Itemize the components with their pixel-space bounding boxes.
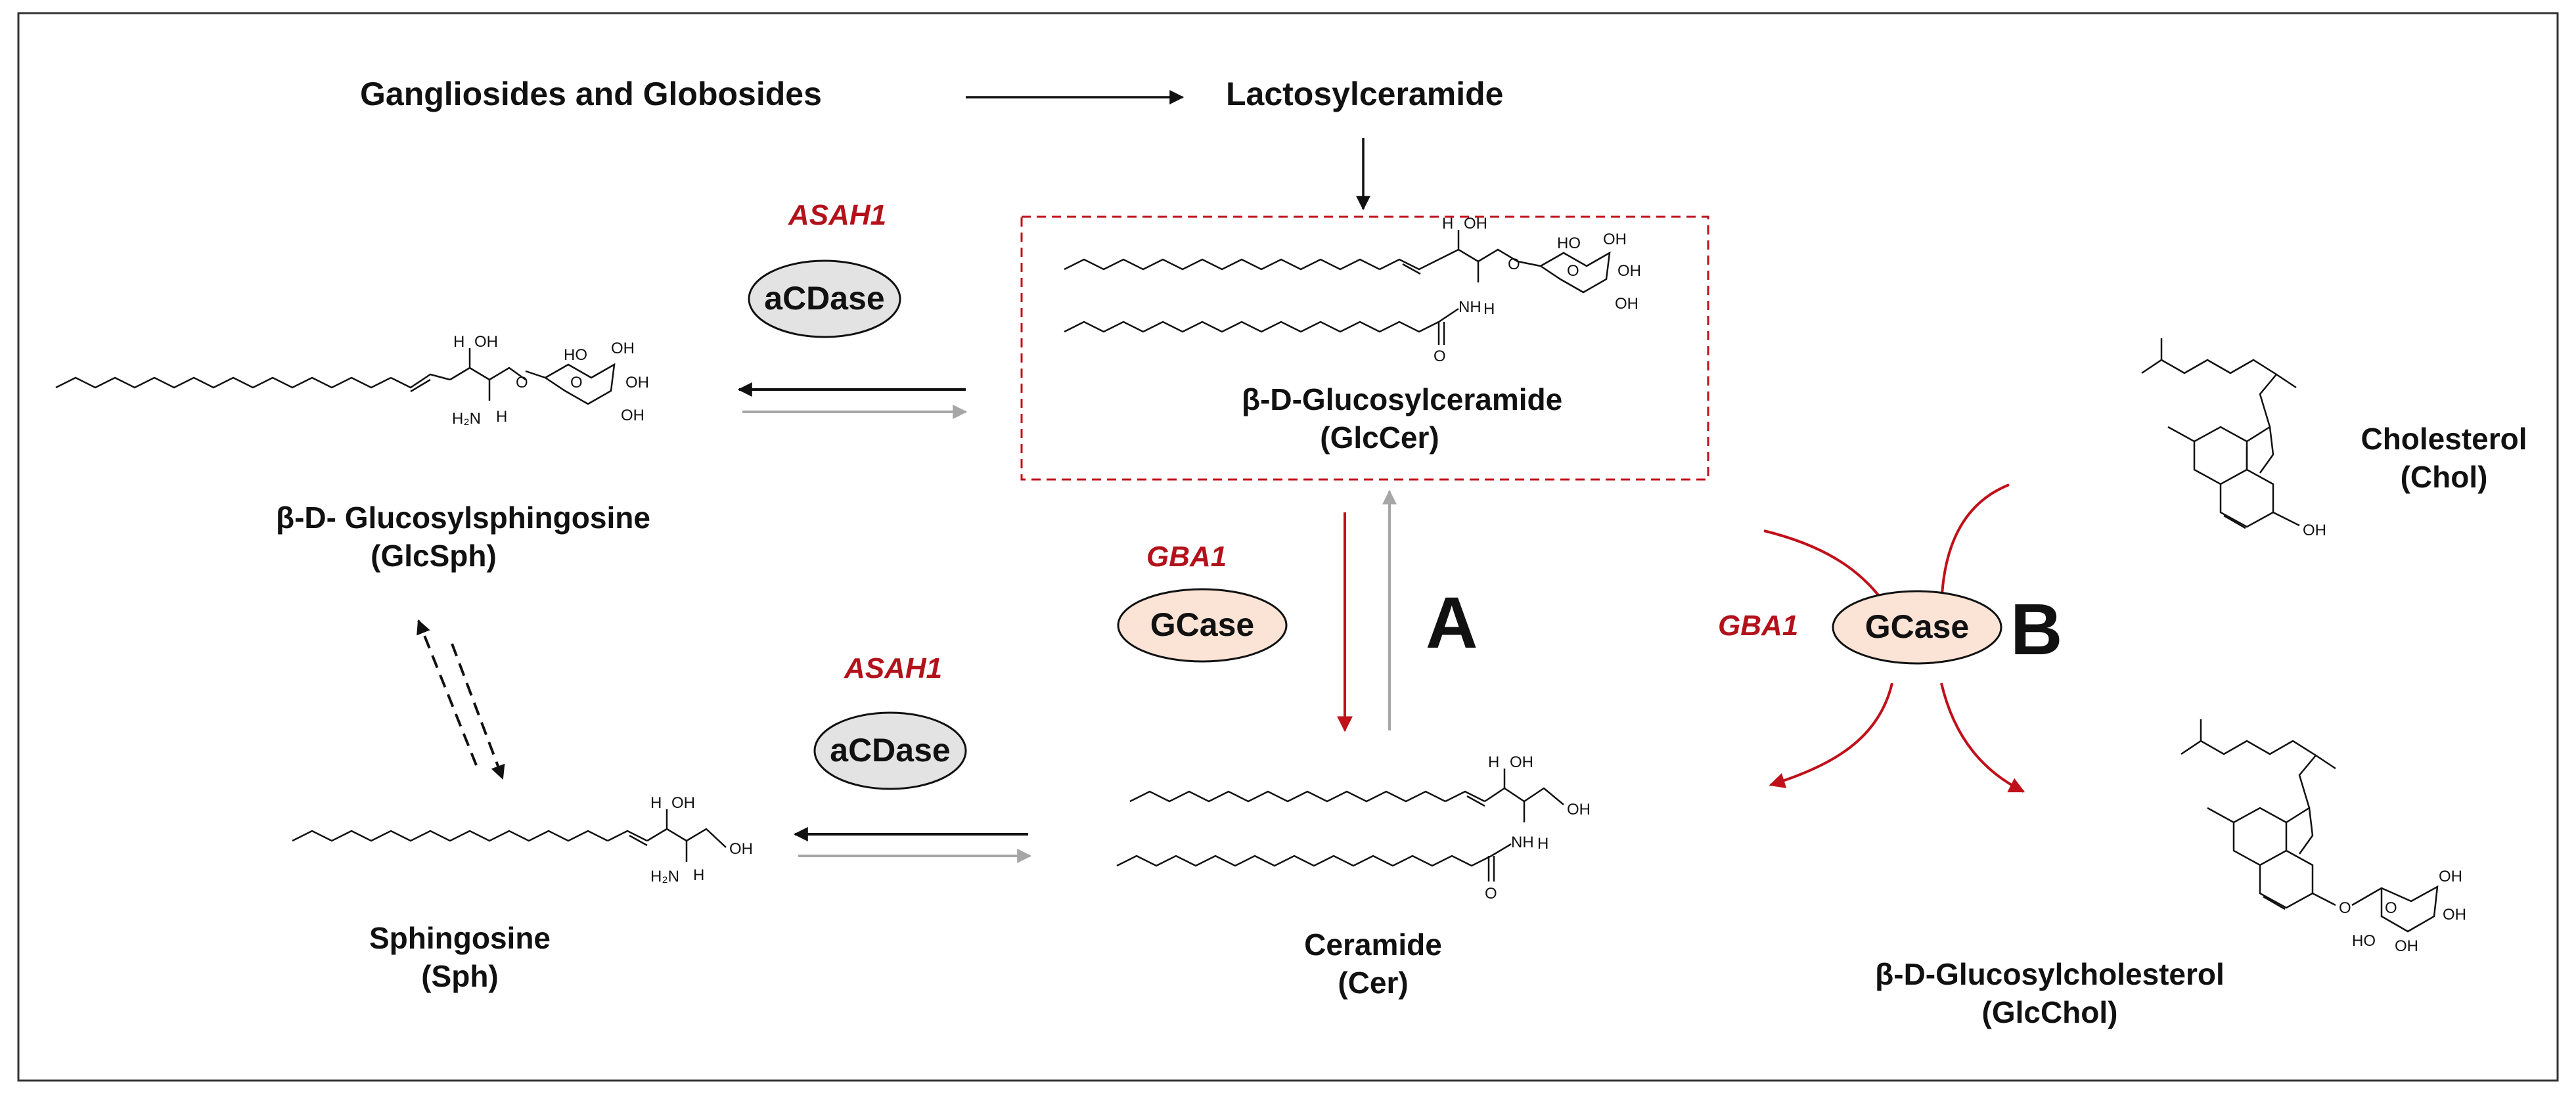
chol-structure	[2141, 338, 2300, 529]
enzyme-acdase-top: aCDase	[764, 280, 885, 317]
svg-text:O: O	[1567, 262, 1579, 280]
glccer-structure	[1064, 230, 1611, 345]
gene-gba1-a: GBA1	[1146, 541, 1227, 573]
svg-text:OH: OH	[1603, 231, 1627, 248]
arrow-glcsph-to-sph-dashed	[451, 643, 505, 780]
svg-text:HO: HO	[1557, 235, 1581, 252]
svg-text:OH: OH	[621, 407, 644, 424]
svg-text:OH: OH	[671, 794, 695, 812]
svg-text:HO: HO	[564, 346, 587, 364]
svg-text:OH: OH	[1510, 753, 1533, 771]
svg-text:H₂N: H₂N	[650, 868, 679, 885]
label-glccer: β-D-Glucosylceramide (GlcCer)	[1242, 381, 1563, 457]
sph-name: Sphingosine	[369, 921, 551, 955]
svg-text:O: O	[2385, 899, 2397, 917]
glcchol-structure	[2181, 719, 2439, 933]
svg-text:O: O	[2339, 899, 2351, 917]
label-chol: Cholesterol (Chol)	[2359, 420, 2529, 496]
acdase-bottom-oval	[813, 711, 967, 790]
svg-text:HO: HO	[2352, 932, 2376, 950]
svg-text:OH: OH	[2395, 937, 2418, 955]
label-gangliosides: Gangliosides and Globosides	[360, 76, 822, 112]
svg-text:O: O	[570, 374, 583, 391]
svg-text:OH: OH	[1615, 295, 1638, 313]
enzyme-gcase-b: GCase	[1864, 608, 1970, 645]
gene-gba1-b: GBA1	[1718, 610, 1799, 642]
panel-label-a: A	[1426, 583, 1478, 663]
svg-text:H₂N: H₂N	[452, 410, 481, 428]
svg-text:H: H	[693, 866, 704, 884]
svg-text:O: O	[1508, 256, 1520, 273]
glcsph-atom-labels: H OH H₂N H O HO OH OH OH O	[452, 333, 649, 428]
svg-text:H: H	[1537, 835, 1548, 853]
svg-text:H: H	[453, 333, 464, 351]
svg-text:O: O	[516, 374, 528, 391]
chol-name: Cholesterol	[2361, 422, 2527, 456]
enzyme-gcase-a: GCase	[1150, 606, 1255, 643]
svg-text:OH: OH	[1464, 215, 1487, 233]
label-cer: Ceramide (Cer)	[1291, 926, 1455, 1002]
svg-text:OH: OH	[2303, 522, 2326, 539]
svg-text:OH: OH	[2443, 906, 2466, 924]
svg-text:H: H	[1483, 300, 1495, 318]
svg-text:H: H	[1488, 753, 1499, 771]
curve-gcase-to-glcchol	[1940, 682, 2025, 793]
acdase-top-oval	[748, 259, 901, 338]
glcsph-name: β-D- Glucosylsphingosine	[276, 501, 650, 535]
svg-text:O: O	[1485, 885, 1497, 903]
svg-text:H: H	[650, 794, 662, 812]
glccer-name: β-D-Glucosylceramide	[1242, 382, 1563, 416]
cer-name: Ceramide	[1304, 927, 1442, 962]
cer-abbr: (Cer)	[1338, 965, 1409, 1000]
svg-text:OH: OH	[1567, 801, 1591, 818]
chol-atom-labels: OH	[2303, 522, 2326, 539]
glcsph-structure	[55, 348, 616, 405]
label-glcchol: β-D-Glucosylcholesterol (GlcChol)	[1872, 956, 2227, 1031]
glcchol-name: β-D-Glucosylcholesterol	[1875, 957, 2225, 991]
sph-atom-labels: H OH H₂N H OH	[650, 794, 753, 885]
gene-asah1-bottom: ASAH1	[844, 652, 943, 684]
label-glcsph: β-D- Glucosylsphingosine (GlcSph)	[276, 499, 650, 575]
cer-atom-labels: H OH OH NH H O	[1485, 753, 1591, 903]
sph-structure	[292, 809, 727, 862]
gene-asah1-top: ASAH1	[788, 199, 887, 231]
glcchol-abbr: (GlcChol)	[1981, 994, 2118, 1029]
svg-text:OH: OH	[625, 374, 649, 391]
svg-text:H: H	[496, 408, 507, 426]
glcsph-abbr: (GlcSph)	[371, 538, 497, 573]
panel-label-b: B	[2010, 589, 2063, 670]
svg-text:OH: OH	[729, 840, 753, 858]
sph-abbr: (Sph)	[421, 958, 499, 993]
gcase-a-oval	[1117, 588, 1288, 663]
enzyme-acdase-bottom: aCDase	[830, 732, 951, 769]
curve-chol-into-gcase	[1940, 483, 2010, 615]
curve-gcase-to-cer	[1769, 682, 1893, 788]
svg-text:OH: OH	[611, 340, 635, 357]
cer-structure	[1116, 769, 1564, 882]
svg-text:OH: OH	[2439, 868, 2462, 885]
svg-text:O: O	[1434, 347, 1446, 365]
svg-text:NH: NH	[1458, 298, 1481, 316]
arrow-sph-to-glcsph-dashed	[417, 619, 478, 766]
svg-text:NH: NH	[1511, 834, 1534, 851]
label-lactosylceramide: Lactosylceramide	[1226, 76, 1504, 112]
glccer-abbr: (GlcCer)	[1320, 420, 1439, 455]
label-sph: Sphingosine (Sph)	[368, 920, 552, 995]
glcchol-atom-labels: O OH OH OH HO O	[2339, 868, 2466, 955]
gcase-b-oval	[1832, 590, 2002, 665]
svg-text:OH: OH	[474, 333, 498, 351]
svg-text:H: H	[1442, 215, 1453, 233]
figure-frame	[17, 12, 2559, 1082]
glccer-atom-labels: H OH NH H O O HO OH OH OH O	[1434, 215, 1641, 365]
svg-text:OH: OH	[1617, 262, 1641, 280]
glccer-highlight-box	[1020, 215, 1709, 481]
chol-abbr: (Chol)	[2400, 459, 2488, 494]
